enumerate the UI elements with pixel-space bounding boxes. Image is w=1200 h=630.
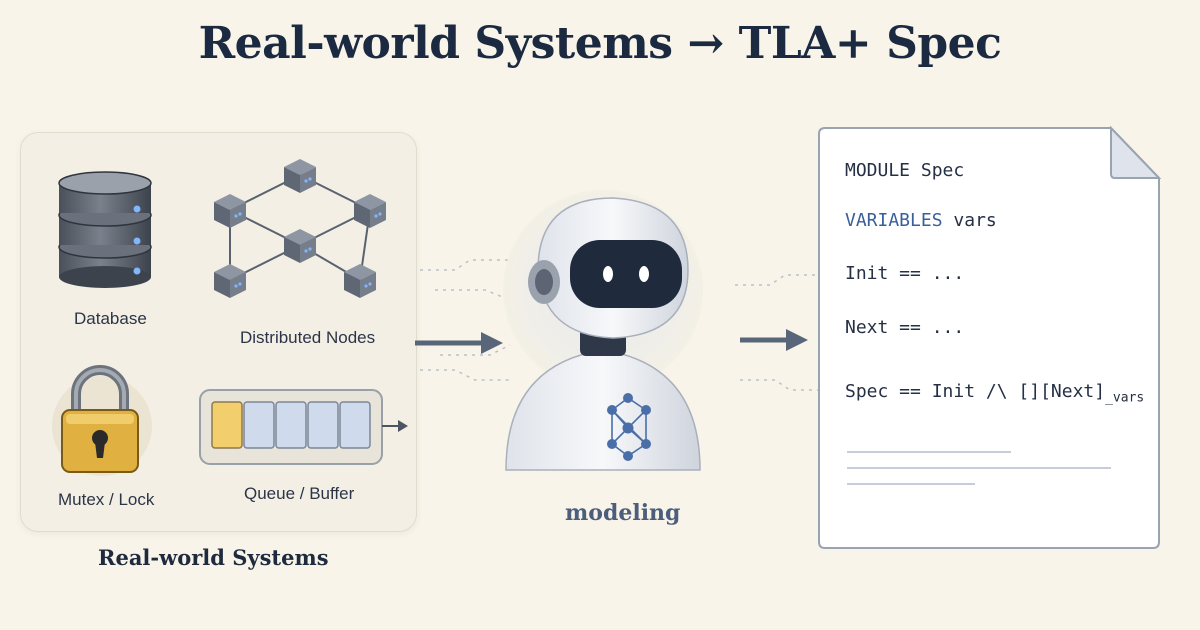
spec-document (818, 125, 1162, 549)
spec-formula-line: Spec == Init /\ [][Next]_vars (845, 381, 1144, 406)
lock-icon (52, 365, 152, 476)
output-arrow (735, 274, 820, 391)
database-label: Database (74, 309, 147, 328)
queue-buffer-icon (199, 389, 408, 465)
variables-name: vars (953, 210, 997, 231)
spec-init-line: Init == ... (845, 263, 965, 284)
mutex-lock-label: Mutex / Lock (58, 490, 155, 509)
spec-formula-subscript: _vars (1105, 390, 1145, 406)
distributed-nodes-icon (214, 159, 386, 298)
module-name: Spec (920, 160, 965, 181)
queue-buffer-label: Queue / Buffer (244, 484, 355, 503)
distributed-nodes-label: Distributed Nodes (240, 328, 376, 347)
database-icon (58, 171, 152, 288)
variables-keyword: VARIABLES (845, 210, 943, 231)
spec-variables-line: VARIABLES vars (845, 210, 997, 231)
page-title: Real-world Systems → TLA+ Spec (198, 18, 1002, 69)
real-world-systems-caption: Real-world Systems (98, 545, 329, 570)
spec-formula: Spec == Init /\ [][Next] (845, 381, 1106, 402)
spec-next-line: Next == ... (845, 317, 965, 338)
input-arrow (415, 259, 511, 381)
module-keyword: MODULE (845, 160, 911, 181)
robot-modeler-icon (503, 190, 703, 471)
spec-module-line: MODULE Spec (845, 160, 964, 181)
modeling-caption: modeling (565, 500, 681, 526)
